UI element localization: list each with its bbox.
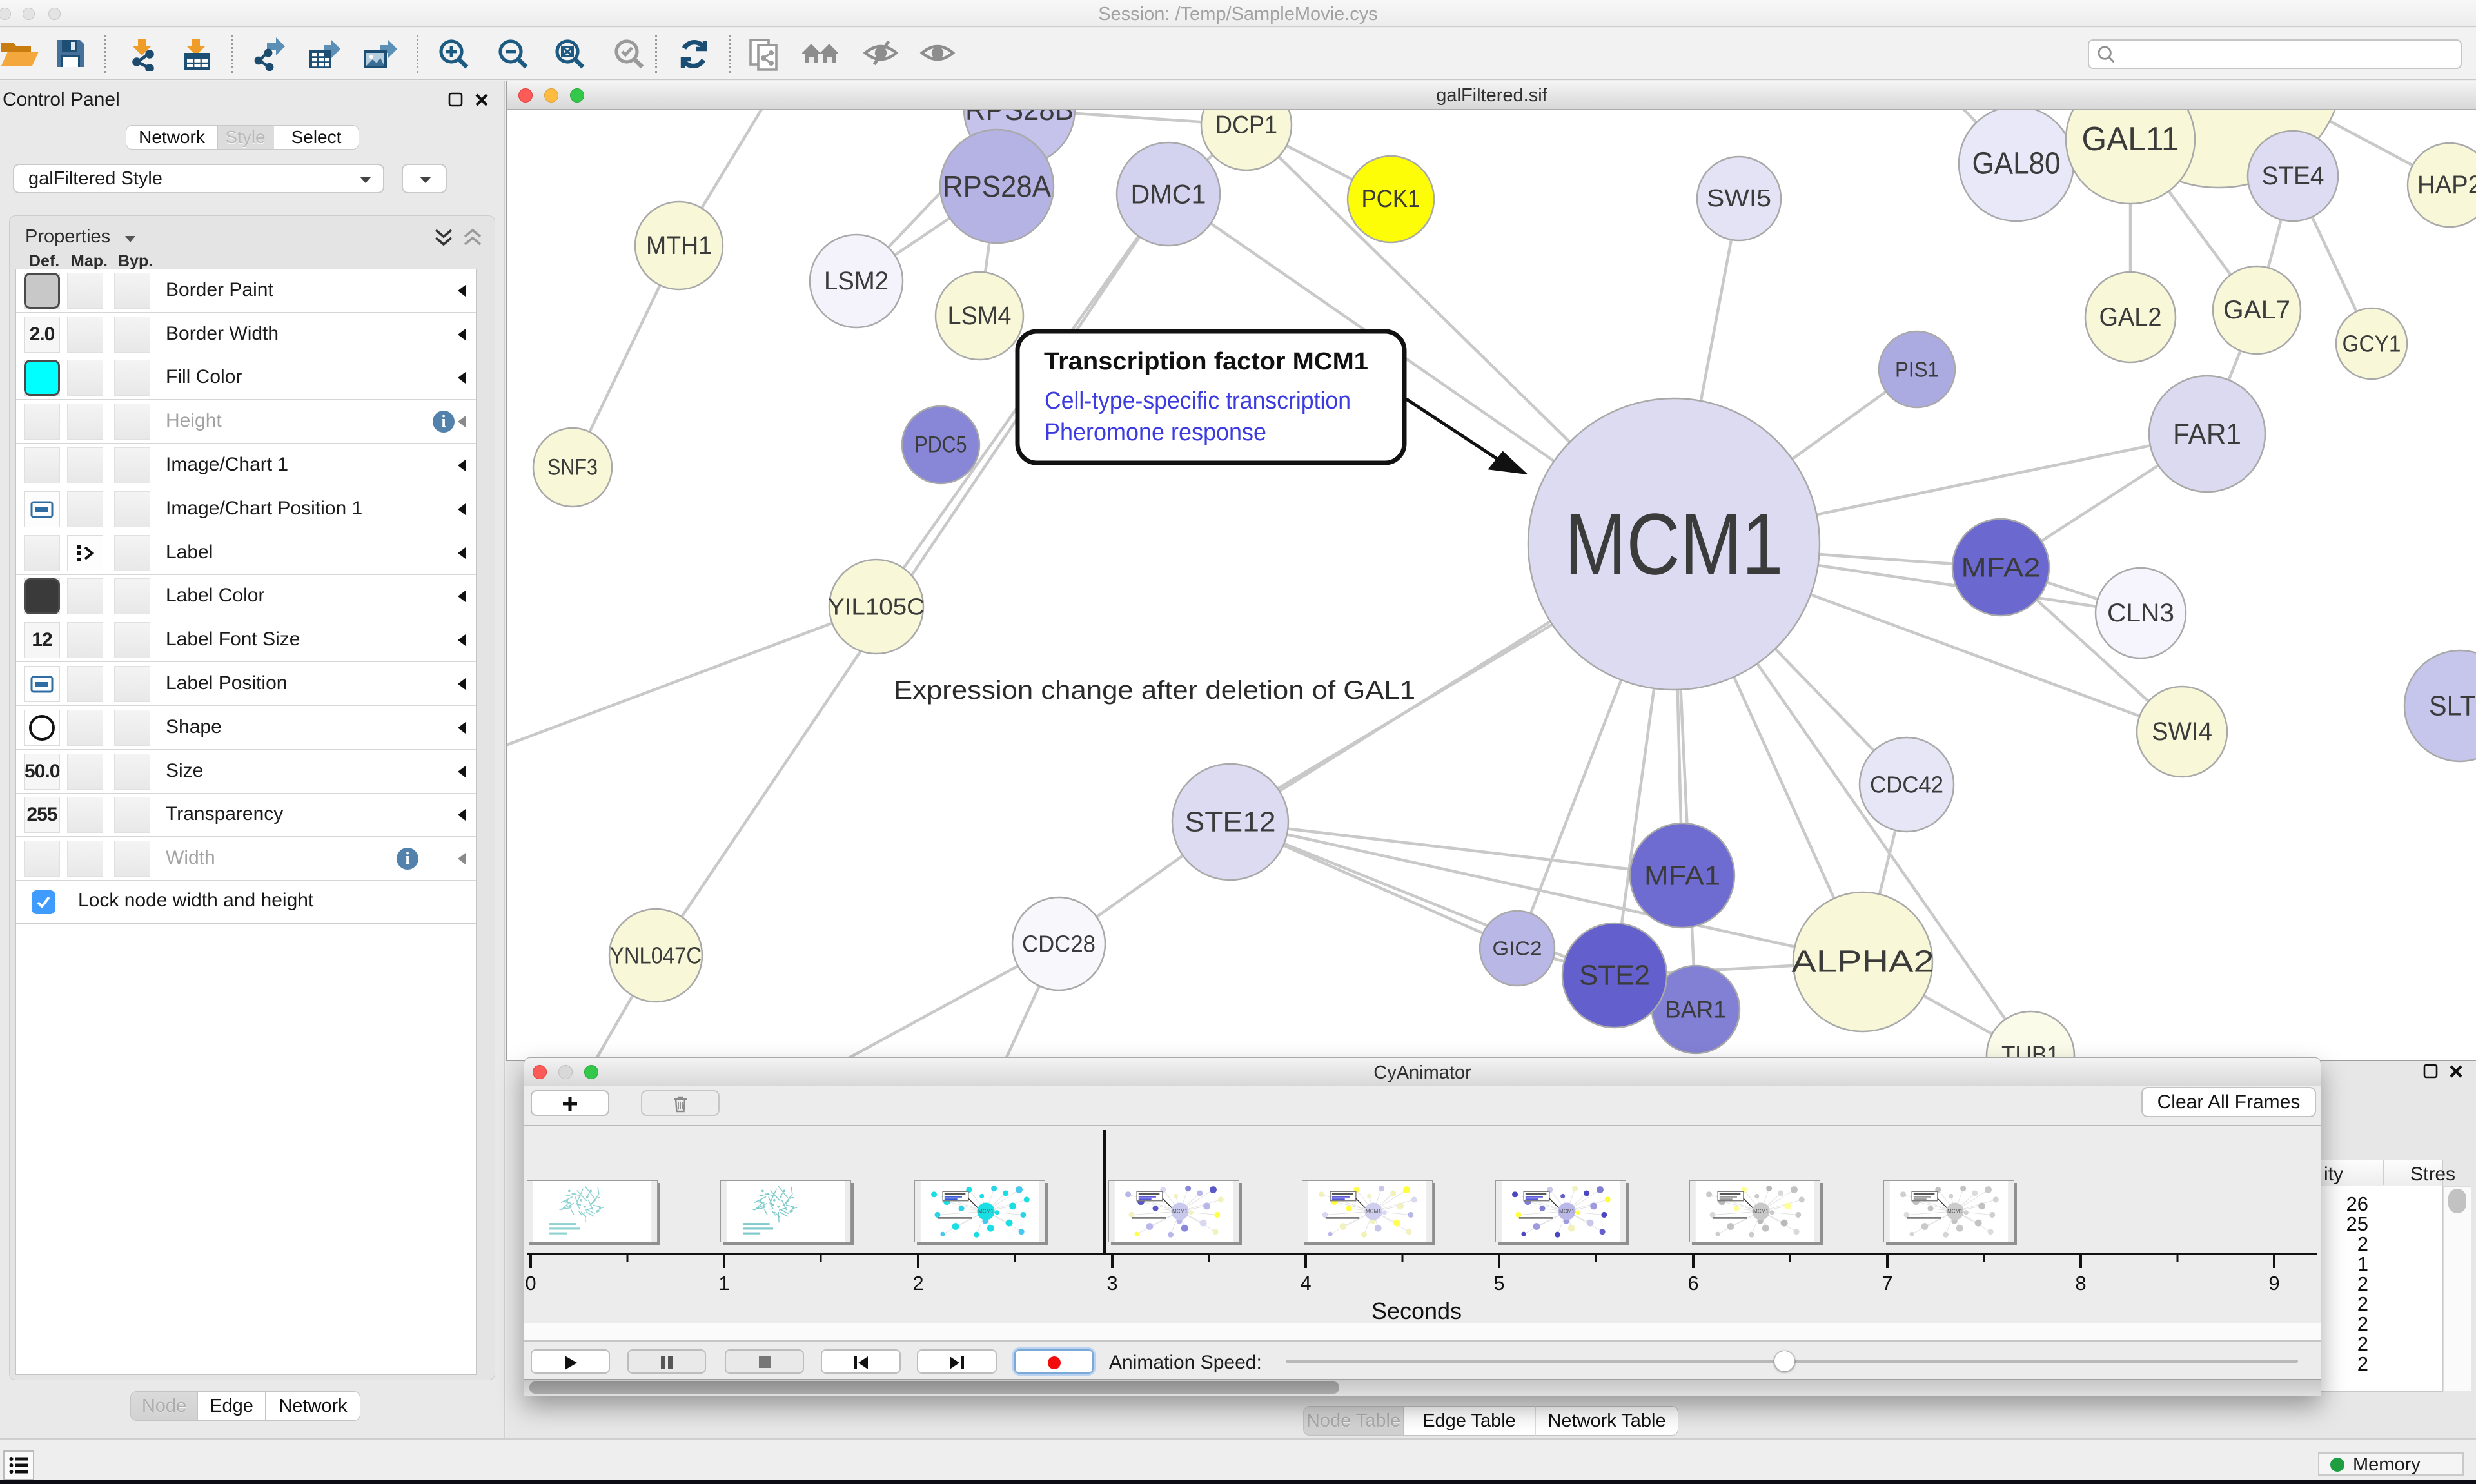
svg-text:PIS1: PIS1 xyxy=(1895,358,1939,382)
svg-text:SLT2: SLT2 xyxy=(2429,690,2476,722)
svg-text:RPS28B: RPS28B xyxy=(965,110,1074,126)
svg-text:MCM1: MCM1 xyxy=(1172,1209,1188,1215)
svg-text:GAL7: GAL7 xyxy=(2223,296,2290,324)
svg-text:LSM2: LSM2 xyxy=(824,267,889,295)
svg-text:Transcription factor MCM1: Transcription factor MCM1 xyxy=(1044,348,1368,375)
svg-text:MFA1: MFA1 xyxy=(1644,861,1720,891)
svg-text:YIL105C: YIL105C xyxy=(828,594,925,620)
svg-text:MCM1: MCM1 xyxy=(1565,496,1783,593)
svg-text:STE12: STE12 xyxy=(1185,806,1276,838)
svg-text:CDC42: CDC42 xyxy=(1870,772,1943,798)
svg-text:SWI5: SWI5 xyxy=(1707,185,1771,212)
svg-text:ALPHA2: ALPHA2 xyxy=(1792,945,1934,979)
svg-text:CDC28: CDC28 xyxy=(1022,931,1096,957)
svg-text:SWI4: SWI4 xyxy=(2152,718,2212,746)
svg-text:DMC1: DMC1 xyxy=(1131,179,1206,210)
svg-text:GAL2: GAL2 xyxy=(2099,303,2162,331)
svg-text:GCY1: GCY1 xyxy=(2343,331,2401,357)
svg-text:STE2: STE2 xyxy=(1579,960,1650,991)
svg-text:PCK1: PCK1 xyxy=(1362,186,1420,213)
svg-text:MCM1: MCM1 xyxy=(978,1209,994,1215)
svg-text:GAL80: GAL80 xyxy=(1972,147,2061,181)
svg-text:GIC2: GIC2 xyxy=(1493,937,1542,960)
svg-text:STE4: STE4 xyxy=(2262,162,2324,190)
svg-text:Expression change after deleti: Expression change after deletion of GAL1 xyxy=(894,676,1415,705)
svg-text:MFA2: MFA2 xyxy=(1961,552,2041,583)
svg-text:HAP2: HAP2 xyxy=(2417,171,2476,199)
svg-text:GAL11: GAL11 xyxy=(2082,121,2179,158)
svg-text:CLN3: CLN3 xyxy=(2107,599,2174,627)
svg-text:MCM1: MCM1 xyxy=(1366,1209,1381,1215)
svg-text:MCM1: MCM1 xyxy=(1559,1209,1575,1215)
svg-text:YNL047C: YNL047C xyxy=(610,942,702,969)
svg-text:SNF3: SNF3 xyxy=(547,455,598,480)
svg-text:BAR1: BAR1 xyxy=(1665,997,1727,1023)
svg-text:MTH1: MTH1 xyxy=(646,231,712,260)
svg-text:Pheromone response: Pheromone response xyxy=(1045,419,1266,446)
svg-text:FAR1: FAR1 xyxy=(2173,418,2241,451)
svg-text:DCP1: DCP1 xyxy=(1215,112,1277,139)
svg-text:PDC5: PDC5 xyxy=(915,433,967,458)
svg-text:MCM1: MCM1 xyxy=(1947,1209,1963,1215)
svg-text:LSM4: LSM4 xyxy=(948,302,1012,330)
svg-text:MCM1: MCM1 xyxy=(1753,1209,1769,1215)
svg-text:RPS28A: RPS28A xyxy=(943,170,1051,203)
svg-text:Cell-type-specific transcripti: Cell-type-specific transcription xyxy=(1045,387,1351,415)
